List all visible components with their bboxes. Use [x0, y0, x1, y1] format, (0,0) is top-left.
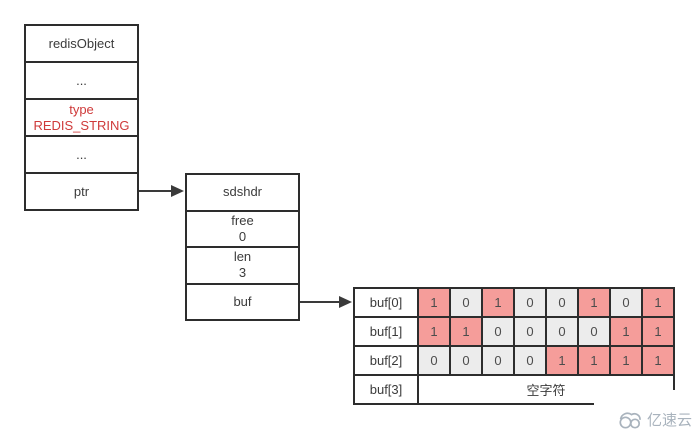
buf-row-label: buf[3]: [353, 374, 419, 405]
buf-row-label: buf[1]: [353, 316, 419, 347]
bit-cell: 0: [513, 316, 547, 347]
bit-cell: 1: [449, 316, 483, 347]
type-value: REDIS_STRING: [33, 117, 130, 133]
bit-cell: 1: [577, 345, 611, 376]
cloud-logo-icon: [616, 410, 643, 430]
len-value: 3: [238, 265, 247, 281]
bit-cell: 0: [545, 287, 579, 318]
buf-row-label: buf[0]: [353, 287, 419, 318]
bit-cell: 1: [609, 345, 643, 376]
bit-cell: 0: [481, 345, 515, 376]
free-value: 0: [238, 228, 247, 244]
len-row: len 3: [187, 246, 298, 283]
ellipsis-label: ...: [76, 146, 87, 162]
free-row: free 0: [187, 209, 298, 247]
ptr-arrow-line: [139, 190, 173, 192]
bit-cell: 0: [545, 316, 579, 347]
buf-label: buf: [233, 293, 252, 309]
bit-cell: 1: [641, 287, 675, 318]
buf0-row: buf[0] 1 0 1 0 0 1 0 1: [353, 287, 675, 318]
bit-cell: 0: [513, 287, 547, 318]
ptr-label: ptr: [73, 183, 90, 199]
sdshdr-box: sdshdr free 0 len 3 buf: [185, 173, 300, 321]
ellipsis-row-top: ...: [26, 61, 137, 98]
type-label: type: [69, 101, 94, 117]
buf-arrow-line: [300, 301, 340, 303]
bit-cell: 0: [449, 287, 483, 318]
buf1-row: buf[1] 1 1 0 0 0 0 1 1: [353, 316, 675, 347]
bit-cell: 1: [417, 316, 451, 347]
free-label: free: [231, 212, 254, 228]
redis-object-box: redisObject ... type REDIS_STRING ... pt…: [24, 24, 139, 211]
watermark: 亿速云: [594, 390, 696, 439]
bit-cell: 0: [481, 316, 515, 347]
sdshdr-title-row: sdshdr: [187, 175, 298, 210]
ptr-arrow-head-icon: [171, 185, 184, 197]
redis-object-title: redisObject: [48, 35, 115, 51]
bit-cell: 1: [577, 287, 611, 318]
ellipsis-row-bottom: ...: [26, 135, 137, 172]
buf-row-label: buf[2]: [353, 345, 419, 376]
type-row: type REDIS_STRING: [26, 98, 137, 135]
ptr-row: ptr: [26, 172, 137, 209]
len-label: len: [233, 249, 252, 265]
buf3-row: buf[3] 空字符: [353, 374, 675, 405]
bit-cell: 0: [577, 316, 611, 347]
redis-object-title-row: redisObject: [26, 26, 137, 61]
bit-cell: 0: [609, 287, 643, 318]
bit-cell: 0: [417, 345, 451, 376]
bit-cell: 0: [513, 345, 547, 376]
bit-cell: 1: [417, 287, 451, 318]
buf2-row: buf[2] 0 0 0 0 1 1 1 1: [353, 345, 675, 376]
bit-cell: 1: [641, 345, 675, 376]
null-char-cell: 空字符: [417, 374, 675, 405]
ellipsis-label: ...: [76, 72, 87, 88]
bit-cell: 1: [609, 316, 643, 347]
buf-arrow-head-icon: [339, 296, 352, 308]
buf-row: buf: [187, 282, 298, 320]
bit-cell: 1: [545, 345, 579, 376]
watermark-text: 亿速云: [646, 412, 692, 429]
bit-cell: 1: [641, 316, 675, 347]
buf-bit-table: buf[0] 1 0 1 0 0 1 0 1 buf[1] 1 1 0 0 0 …: [353, 287, 675, 405]
sdshdr-title: sdshdr: [222, 184, 263, 200]
bit-cell: 1: [481, 287, 515, 318]
bit-cell: 0: [449, 345, 483, 376]
